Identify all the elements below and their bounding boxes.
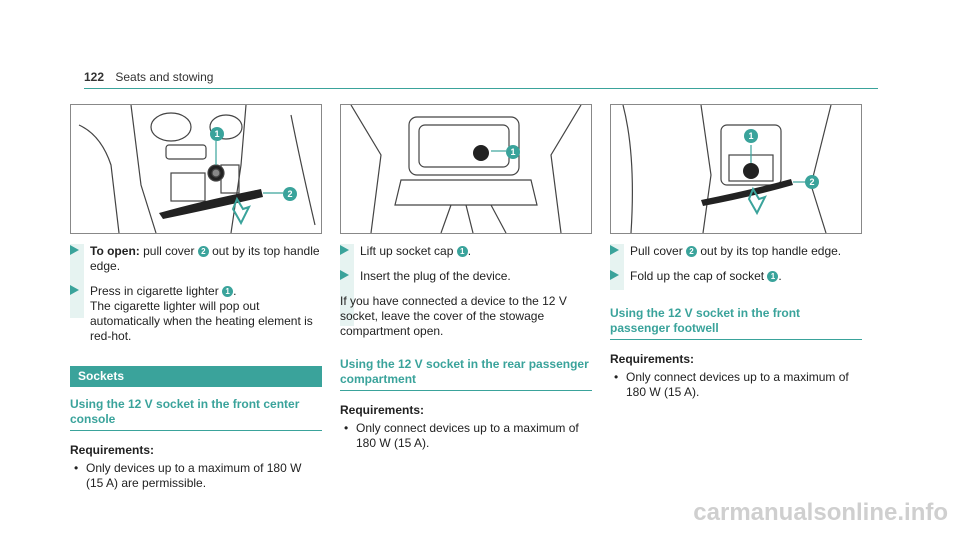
step-arrow-icon <box>610 270 619 280</box>
requirement-item: Only connect devices up to a maximum of … <box>610 370 862 400</box>
instruction-step: Lift up socket cap 1. <box>340 244 592 259</box>
page-header-title: Seats and stowing <box>115 70 214 84</box>
figure-center-console-socket: 1 2 <box>70 104 322 234</box>
instruction-step: Press in cigarette lighter 1. The cigare… <box>70 284 322 344</box>
callout-2: 2 <box>197 246 209 257</box>
subsection-heading: Using the 12 V socket in the rear passen… <box>340 357 592 391</box>
subsection-heading: Using the 12 V socket in the front cente… <box>70 397 322 431</box>
center-console-illustration <box>78 105 316 233</box>
instruction-margin-bar <box>340 244 354 326</box>
requirements-label: Requirements: <box>340 403 425 417</box>
subsection-heading: Using the 12 V socket in the front passe… <box>610 306 862 340</box>
callout-1: 1 <box>767 271 779 282</box>
section-heading: Sockets <box>70 366 322 387</box>
note-paragraph: If you have connected a device to the 12… <box>340 294 567 338</box>
callout-1: 1 <box>744 129 758 143</box>
footwell-illustration <box>622 105 832 233</box>
callout-2: 2 <box>686 246 698 257</box>
column-3: Pull cover 2 out by its top handle edge.… <box>610 244 862 400</box>
column-2: Lift up socket cap 1. Insert the plug of… <box>340 244 592 451</box>
instruction-step: Fold up the cap of socket 1. <box>610 269 862 284</box>
requirement-item: Only connect devices up to a maximum of … <box>340 421 592 451</box>
instruction-margin-bar <box>70 244 84 318</box>
step-arrow-icon <box>340 245 349 255</box>
callout-1: 1 <box>222 286 234 297</box>
rear-compartment-illustration <box>350 105 582 233</box>
callout-1: 1 <box>210 127 224 141</box>
requirement-item: Only devices up to a maximum of 180 W (1… <box>70 461 322 491</box>
requirements-label: Requirements: <box>70 443 155 457</box>
callout-1: 1 <box>456 246 468 257</box>
page-number: 122 <box>84 70 105 84</box>
instruction-step: To open: pull cover 2 out by its top han… <box>70 244 322 274</box>
header-rule <box>84 88 878 89</box>
figure-rear-socket: 1 <box>340 104 592 234</box>
callout-1: 1 <box>506 145 520 159</box>
step-arrow-icon <box>340 270 349 280</box>
step-arrow-icon <box>70 285 79 295</box>
callout-2: 2 <box>805 175 819 189</box>
watermark: carmanualsonline.info <box>693 499 948 526</box>
step-arrow-icon <box>610 245 619 255</box>
callout-2: 2 <box>283 187 297 201</box>
instruction-step: Pull cover 2 out by its top handle edge. <box>610 244 862 259</box>
instruction-step: Insert the plug of the device. <box>340 269 592 284</box>
requirements-label: Requirements: <box>610 352 695 366</box>
step-arrow-icon <box>70 245 79 255</box>
column-1: To open: pull cover 2 out by its top han… <box>70 244 322 491</box>
page-header: 122 Seats and stowing <box>84 70 213 84</box>
figure-footwell-socket: 1 2 <box>610 104 862 234</box>
